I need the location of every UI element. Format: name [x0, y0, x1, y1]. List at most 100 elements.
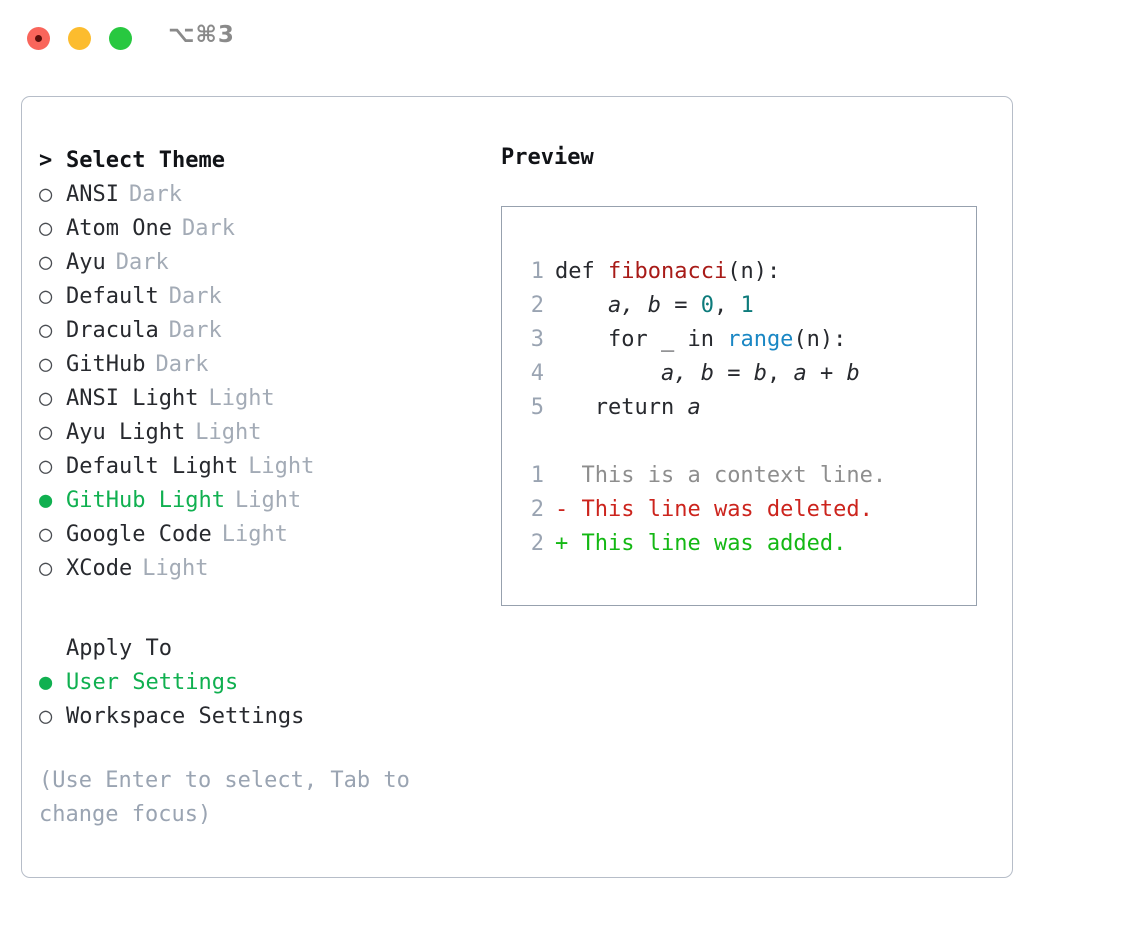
code-token: a [793, 361, 807, 386]
theme-variant-tag: Light [142, 556, 209, 581]
theme-list-item[interactable]: ○ ANSI Dark [39, 178, 479, 212]
diff-sign: - [555, 497, 569, 522]
code-token: in [674, 327, 728, 352]
apply-to-title: Apply To [66, 636, 172, 661]
radio-unselected-icon[interactable]: ○ [39, 386, 53, 411]
theme-variant-tag: Dark [115, 250, 169, 275]
line-number: 1 [530, 259, 544, 284]
line-number: 5 [530, 395, 544, 420]
code-line: 3 for _ in range(n): [521, 323, 970, 357]
code-token: return [555, 395, 688, 420]
line-number: 2 [530, 293, 544, 318]
diff-sample-lines: 1 This is a context line. 2- This line wa… [521, 459, 970, 561]
theme-list-item[interactable]: ○ GitHub Dark [39, 348, 479, 382]
theme-list-item[interactable]: ○ Dracula Dark [39, 314, 479, 348]
theme-name-label: Default Light [66, 454, 239, 479]
theme-name-label: ANSI [66, 182, 119, 207]
keyboard-shortcut-label: ⌥⌘3 [168, 22, 235, 48]
select-theme-title: Select Theme [66, 148, 225, 173]
theme-name-label: GitHub Light [66, 488, 225, 513]
diff-sign: + [555, 531, 569, 556]
diff-text: This is a context line. [568, 463, 887, 488]
apply-to-item[interactable]: ○ Workspace Settings [39, 700, 479, 734]
code-token: fibonacci [607, 259, 728, 284]
theme-list-item[interactable]: ○ ANSI Light Light [39, 382, 479, 416]
code-token: for [555, 327, 661, 352]
code-line: 4 a, b = b, a + b [521, 357, 970, 391]
theme-name-label: Google Code [66, 522, 212, 547]
apply-to-item[interactable]: ● User Settings [39, 666, 479, 700]
code-token: , [766, 361, 794, 386]
theme-variant-tag: Light [208, 386, 275, 411]
radio-unselected-icon[interactable]: ○ [39, 182, 53, 207]
code-line: 2 a, b = 0, 1 [521, 289, 970, 323]
line-number: 2 [530, 531, 544, 556]
radio-unselected-icon[interactable]: ○ [39, 556, 53, 581]
theme-variant-tag: Dark [128, 182, 182, 207]
apply-to-header: Apply To [39, 632, 479, 666]
radio-unselected-icon[interactable]: ○ [39, 216, 53, 241]
radio-selected-icon[interactable]: ● [39, 670, 53, 695]
theme-variant-tag: Dark [168, 284, 222, 309]
diff-line: 2 + This line was added. [521, 527, 970, 561]
theme-variant-tag: Light [248, 454, 315, 479]
radio-unselected-icon[interactable]: ○ [39, 420, 53, 445]
preview-title: Preview [501, 145, 594, 170]
theme-variant-tag: Light [195, 420, 262, 445]
radio-selected-icon[interactable]: ● [39, 488, 53, 513]
diff-text: This line was added. [568, 531, 847, 556]
code-blank-line [521, 425, 970, 459]
zoom-button[interactable] [109, 27, 132, 50]
theme-name-label: ANSI Light [66, 386, 199, 411]
code-token: = [660, 293, 701, 318]
radio-unselected-icon[interactable]: ○ [39, 704, 53, 729]
theme-variant-tag: Dark [155, 352, 209, 377]
traffic-light-controls [27, 27, 132, 50]
code-token: + [806, 361, 847, 386]
radio-unselected-icon[interactable]: ○ [39, 284, 53, 309]
apply-to-list: ● User Settings ○ Workspace Settings [39, 666, 479, 734]
line-number: 2 [530, 497, 544, 522]
theme-name-label: Atom One [66, 216, 172, 241]
line-number: 1 [530, 463, 544, 488]
apply-to-label: Workspace Settings [66, 704, 305, 729]
theme-list-item[interactable]: ○ Google Code Light [39, 518, 479, 552]
code-token: range [727, 327, 794, 352]
code-token: a, b [660, 361, 714, 386]
code-token: b [753, 361, 767, 386]
theme-name-label: Dracula [66, 318, 159, 343]
code-token: a [687, 395, 701, 420]
radio-unselected-icon[interactable]: ○ [39, 522, 53, 547]
theme-list-item[interactable]: ○ Default Light Light [39, 450, 479, 484]
code-token [555, 293, 608, 318]
close-button[interactable] [27, 27, 50, 50]
code-line: 5 return a [521, 391, 970, 425]
theme-variant-tag: Dark [168, 318, 222, 343]
diff-line: 1 This is a context line. [521, 459, 970, 493]
code-token: (n): [793, 327, 847, 352]
theme-variant-tag: Light [221, 522, 288, 547]
line-number: 3 [530, 327, 544, 352]
radio-unselected-icon[interactable]: ○ [39, 454, 53, 479]
radio-unselected-icon[interactable]: ○ [39, 318, 53, 343]
apply-to-label: User Settings [66, 670, 239, 695]
minimize-button[interactable] [68, 27, 91, 50]
section-spacer [39, 586, 479, 632]
code-token: _ [660, 327, 675, 352]
radio-unselected-icon[interactable]: ○ [39, 250, 53, 275]
radio-unselected-icon[interactable]: ○ [39, 352, 53, 377]
theme-name-label: GitHub [66, 352, 146, 377]
diff-sign [555, 463, 568, 488]
line-number: 4 [530, 361, 544, 386]
